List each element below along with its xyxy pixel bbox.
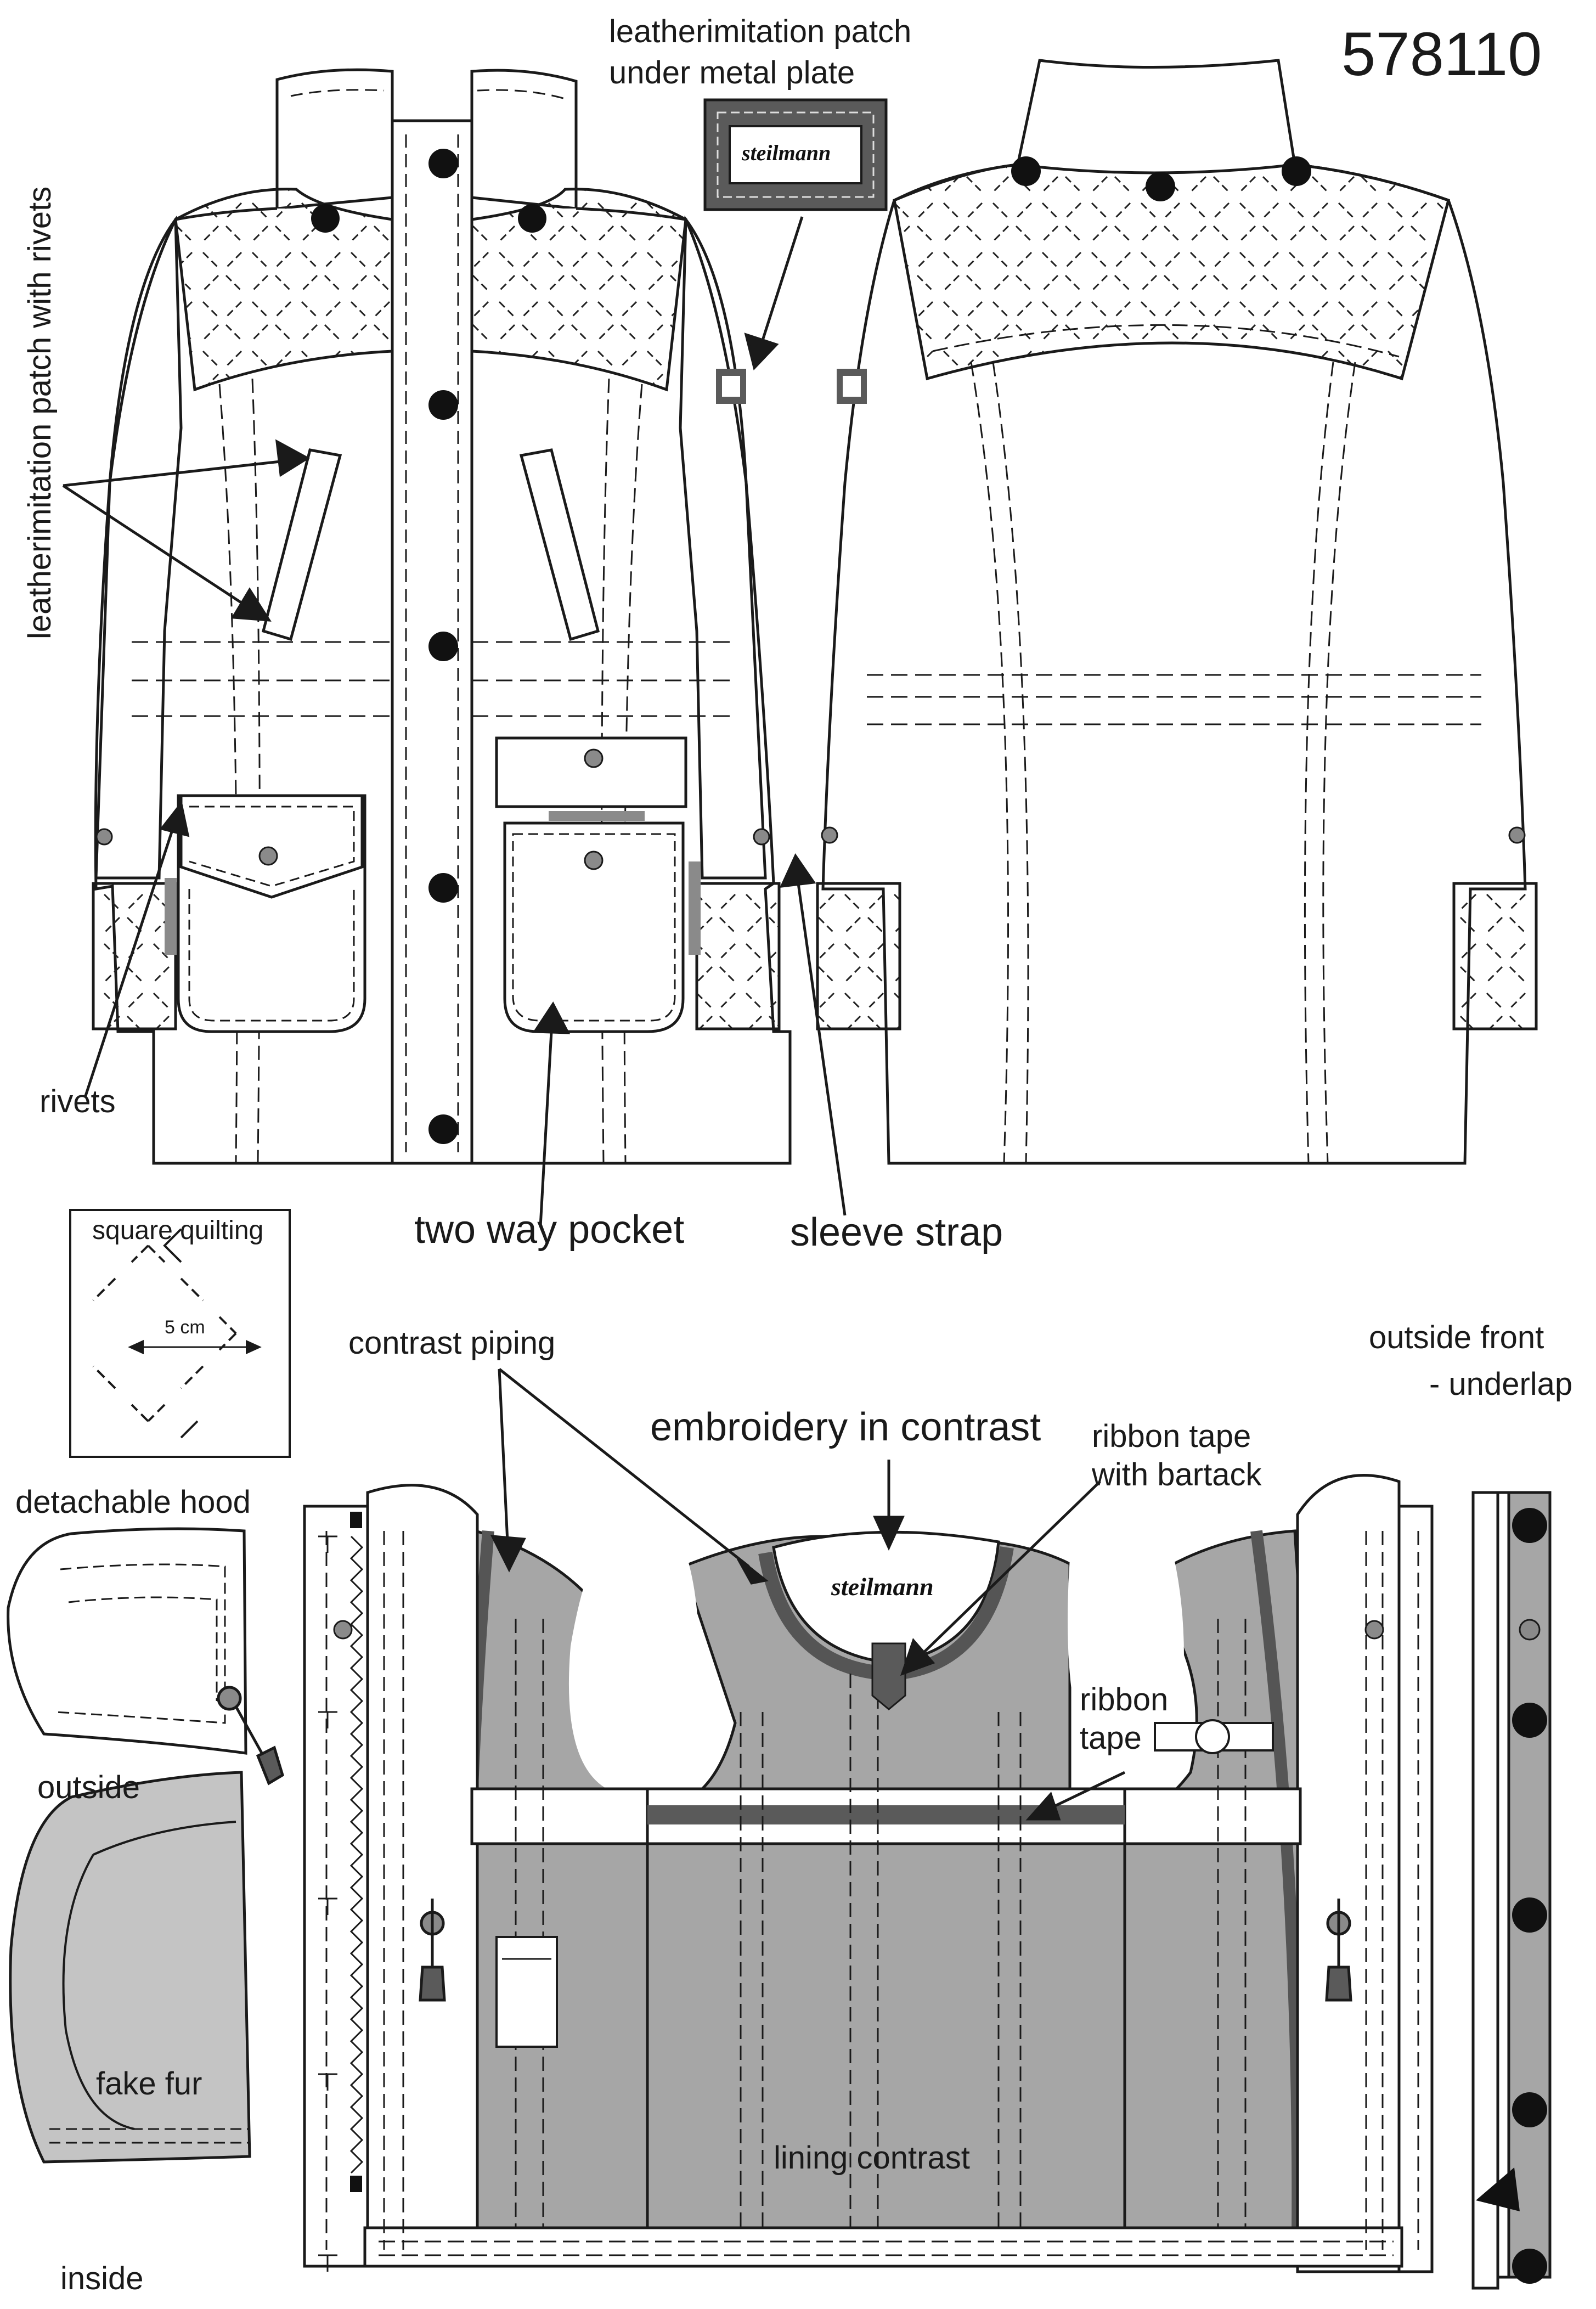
label-inside: inside [60,2261,144,2296]
label-ribbon-bartack-line2: with bartack [1092,1457,1262,1493]
label-square-quilting: square quilting [92,1216,264,1245]
front-view [92,68,792,1165]
front-right-chest-pocket [519,448,600,641]
label-quilting-measure: 5 cm [165,1317,205,1338]
label-embroidery: embroidery in contrast [650,1405,1041,1449]
metal-plate-patch [703,98,888,211]
facing-right [1397,1505,1434,2273]
label-patch-metal-line2: under metal plate [609,55,855,91]
front-left-cuff [92,882,177,1030]
interior-view [303,1474,1434,2273]
label-outside: outside [37,1770,140,1805]
back-right-cuff [1452,882,1538,1030]
facing-left [303,1505,369,2268]
back-left-cuff [816,882,901,1030]
quilting-detail-box [69,1209,291,1458]
label-ribbon-tape-line1: ribbon [1080,1682,1169,1717]
front-buttons [311,149,546,1144]
back-collar [1016,59,1296,174]
label-patch-metal-line1: leatherimitation patch [609,14,912,49]
top-arrows [62,216,847,1227]
label-outside-front-line2: - underlap [1429,1366,1573,1402]
front-right-sleeve [679,215,767,880]
front-left-yoke [174,188,394,392]
brand-logo-embroidery: steilmann [831,1573,934,1601]
front-collar [275,68,394,210]
back-view [816,59,1538,1165]
front-left-sleeve [94,215,183,880]
brand-logo-plate: steilmann [742,140,831,165]
outside-front-underlap [1471,1491,1552,2290]
back-body-outline [821,163,1527,1165]
front-right-cuff [695,882,781,1030]
label-lining-contrast: lining contrast [774,2140,970,2176]
label-ribbon-tape-line2: tape [1080,1720,1142,1756]
label-fake-fur: fake fur [96,2066,202,2102]
article-number: 578110 [1341,20,1542,88]
label-detachable-hood: detachable hood [15,1484,251,1520]
label-contrast-piping: contrast piping [348,1325,556,1361]
label-patch-rivets: leatherimitation patch with rivets [22,186,58,639]
label-rivets: rivets [40,1084,116,1119]
label-outside-front-line1: outside front [1369,1320,1544,1355]
hood-inside [9,1771,251,2164]
front-left-chest-pocket [261,448,342,641]
label-sleeve-strap: sleeve strap [790,1210,1003,1254]
front-collar-right [470,69,578,210]
front-rivets [95,748,770,870]
label-ribbon-bartack-line1: ribbon tape [1092,1418,1251,1454]
label-two-way-pocket: two way pocket [414,1208,685,1252]
interior-arrows [490,1368,1126,1821]
front-right-yoke [470,188,687,392]
embroidery-neck-facing [772,1530,1000,1664]
hood-outside [7,1527,284,1786]
front-right-patch-pocket [495,736,687,808]
